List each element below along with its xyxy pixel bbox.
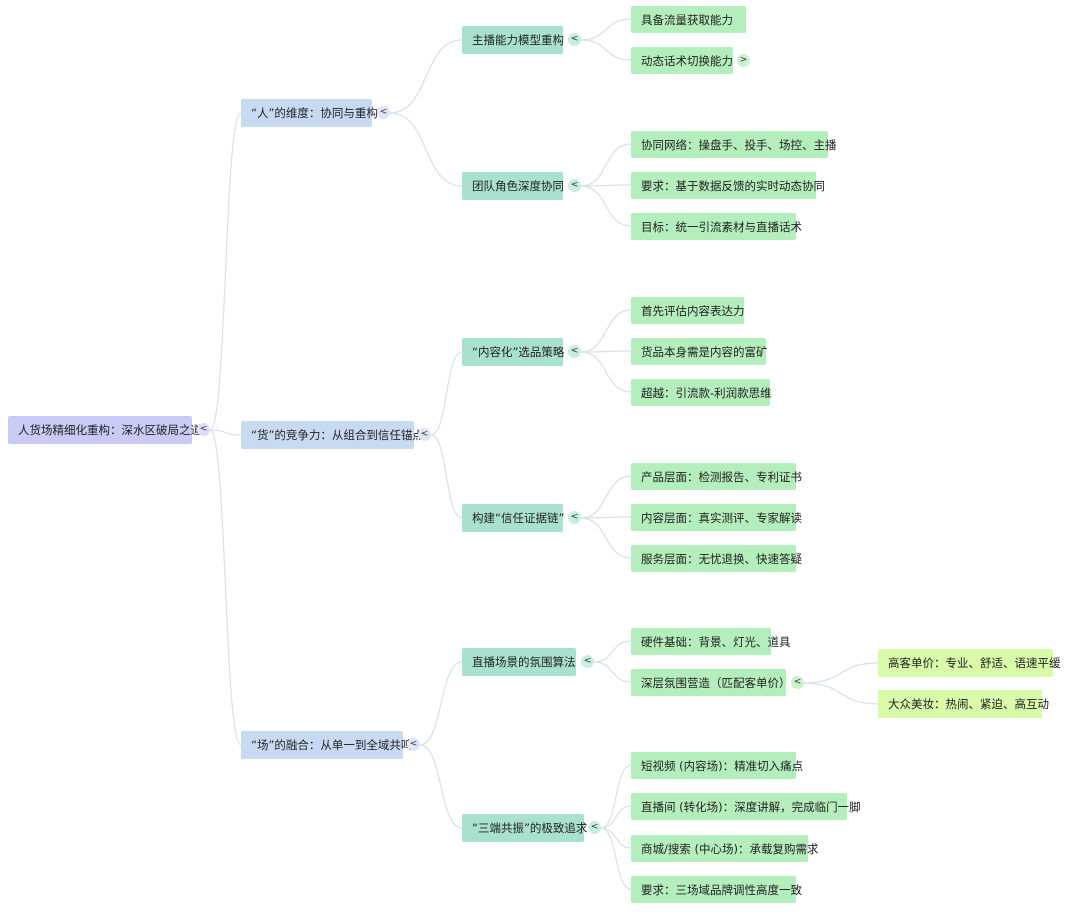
branch-goods[interactable]: “货”的竞争力：从组合到信任锚点	[241, 421, 424, 449]
topic-three-resonance[interactable]: “三端共振”的极致追求	[462, 814, 587, 842]
topic-content-selection[interactable]: “内容化”选品策略	[462, 338, 564, 366]
connector-line	[430, 434, 463, 519]
leaf-service-level[interactable]: 服务层面：无忧退换、快速答疑	[631, 545, 802, 572]
leaf-short-video[interactable]: 短视频 (内容场)：精准切入痛点	[631, 752, 803, 779]
connector-line	[419, 744, 463, 829]
topic-content-selection-toggle[interactable]: <	[568, 345, 581, 358]
connector-line	[580, 516, 632, 519]
connector-line	[209, 429, 242, 436]
connector-line	[580, 184, 632, 187]
branch-scene[interactable]: “场”的融合：从单一到全域共鸣	[241, 731, 412, 759]
topic-atmosphere-toggle[interactable]: <	[581, 655, 594, 668]
root-collapse-toggle[interactable]: <	[197, 423, 210, 436]
leaf-collab-network[interactable]: 协同网络：操盘手、投手、场控、主播	[631, 131, 837, 158]
connector-line	[803, 662, 879, 684]
connector-line	[593, 661, 632, 683]
connector-line	[580, 309, 632, 353]
connector-line	[389, 112, 463, 187]
topic-team-collab-toggle[interactable]: <	[568, 179, 581, 192]
leaf-mass-beauty[interactable]: 大众美妆：热闹、紧迫、高互动	[878, 690, 1049, 718]
topic-three-resonance-toggle[interactable]: <	[588, 821, 601, 834]
leaf-product-level[interactable]: 产品层面：检测报告、专利证书	[631, 463, 802, 490]
connector-line	[580, 475, 632, 519]
leaf-traffic-ability[interactable]: 具备流量获取能力	[631, 6, 746, 33]
topic-atmosphere[interactable]: 直播场景的氛围算法	[462, 648, 576, 676]
branch-scene-toggle[interactable]: <	[407, 738, 420, 751]
leaf-mall-search[interactable]: 商城/搜索 (中心场)：承载复购需求	[631, 835, 819, 862]
root-node[interactable]: 人货场精细化重构：深水区破局之道	[8, 416, 202, 444]
leaf-content-expression[interactable]: 首先评估内容表达力	[631, 297, 745, 324]
connector-line	[600, 764, 632, 829]
connector-line	[803, 682, 879, 705]
connector-line	[419, 661, 463, 746]
leaf-content-mine[interactable]: 货品本身需是内容的富矿	[631, 338, 768, 365]
connector-line	[430, 351, 463, 436]
leaf-realtime-collab[interactable]: 要求：基于数据反馈的实时动态协同	[631, 172, 825, 199]
connector-line	[600, 827, 632, 890]
connector-line	[209, 429, 242, 746]
leaf-beyond-thinking[interactable]: 超越：引流款-利润款思维	[631, 379, 772, 406]
topic-trust-chain-toggle[interactable]: <	[568, 511, 581, 524]
connector-line	[593, 640, 632, 663]
leaf-high-price[interactable]: 高客单价：专业、舒适、语速平缓	[878, 649, 1061, 677]
leaf-script-switch-expand-toggle[interactable]: >	[737, 54, 750, 67]
connector-line	[580, 351, 632, 393]
leaf-hardware-basics[interactable]: 硬件基础：背景、灯光、道具	[631, 628, 791, 655]
leaf-brand-consistency[interactable]: 要求：三场域品牌调性高度一致	[631, 876, 802, 903]
topic-team-collab[interactable]: 团队角色深度协同	[462, 172, 564, 200]
connector-line	[580, 18, 632, 41]
topic-anchor-model-toggle[interactable]: <	[568, 33, 581, 46]
connector-line	[580, 39, 632, 61]
leaf-unified-material[interactable]: 目标：统一引流素材与直播话术	[631, 213, 802, 240]
connector-line	[209, 112, 242, 431]
leaf-deep-atmosphere[interactable]: 深层氛围营造（匹配客单价）	[631, 669, 791, 696]
topic-trust-chain[interactable]: 构建“信任证据链”	[462, 504, 564, 532]
connector-line	[580, 517, 632, 559]
leaf-script-switch[interactable]: 动态话术切换能力	[631, 47, 733, 74]
branch-people[interactable]: “人”的维度：协同与重构	[241, 99, 378, 127]
connector-line	[600, 827, 632, 849]
connector-line	[600, 805, 632, 829]
leaf-live-room[interactable]: 直播间 (转化场)：深度讲解，完成临门一脚	[631, 793, 861, 820]
leaf-content-level[interactable]: 内容层面：真实测评、专家解读	[631, 504, 802, 531]
connector-line	[389, 39, 463, 114]
connector-line	[580, 143, 632, 187]
topic-anchor-model[interactable]: 主播能力模型重构	[462, 26, 564, 54]
connector-line	[580, 185, 632, 227]
branch-goods-toggle[interactable]: <	[418, 428, 431, 441]
branch-people-toggle[interactable]: <	[377, 106, 390, 119]
leaf-deep-atmosphere-toggle[interactable]: <	[791, 676, 804, 689]
connector-line	[580, 350, 632, 353]
